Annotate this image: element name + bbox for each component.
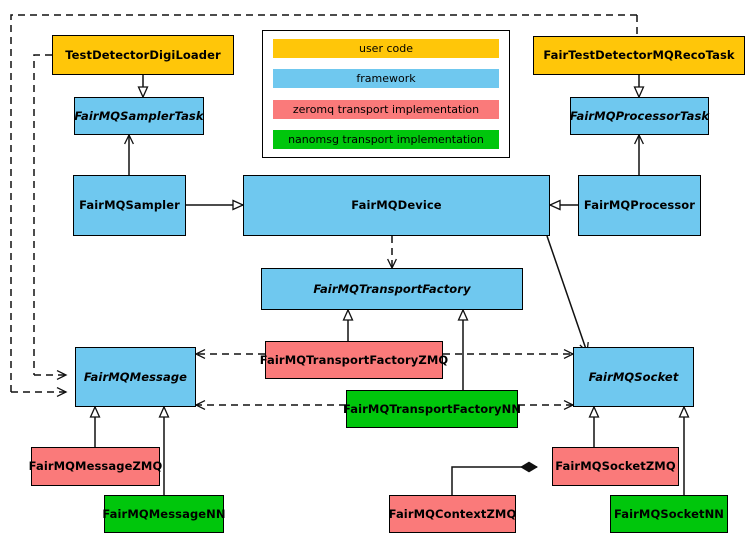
node-fairmq-device[interactable]: FairMQDevice — [243, 175, 550, 236]
node-fairmq-processor[interactable]: FairMQProcessor — [578, 175, 701, 236]
node-test-detector-digi-loader[interactable]: TestDetectorDigiLoader — [52, 35, 234, 75]
comp-contextzmq-socketzmq — [451, 461, 538, 495]
node-fairmq-socket-nn[interactable]: FairMQSocketNN — [610, 495, 728, 533]
node-fairmq-context-zmq[interactable]: FairMQContextZMQ — [389, 495, 516, 533]
node-fairmq-sampler[interactable]: FairMQSampler — [73, 175, 186, 236]
node-fairmq-socket[interactable]: FairMQSocket — [573, 347, 694, 407]
node-fair-test-detector-mq-reco-task[interactable]: FairTestDetectorMQRecoTask — [533, 36, 745, 75]
legend-label-user-code: user code — [358, 42, 414, 55]
color-legend: user code framework zeromq transport imp… — [262, 30, 510, 158]
node-fairmq-transport-factory[interactable]: FairMQTransportFactory — [261, 268, 523, 310]
node-fairmq-transport-factory-nn[interactable]: FairMQTransportFactoryNN — [343, 390, 521, 428]
node-fairmq-processor-task[interactable]: FairMQProcessorTask — [570, 97, 709, 135]
legend-label-zeromq: zeromq transport implementation — [292, 102, 480, 116]
assoc-device-socket — [546, 235, 589, 354]
node-fairmq-sampler-task[interactable]: FairMQSamplerTask — [74, 97, 204, 135]
dep-digiloader-to-message — [33, 54, 52, 375]
legend-item-user-code: user code — [273, 39, 499, 58]
node-fairmq-message-nn[interactable]: FairMQMessageNN — [102, 495, 226, 533]
legend-item-zeromq: zeromq transport implementation — [273, 99, 499, 119]
legend-item-framework: framework — [273, 69, 499, 89]
legend-item-nanomsg: nanomsg transport implementation — [273, 129, 499, 149]
node-fairmq-message-zmq[interactable]: FairMQMessageZMQ — [29, 447, 162, 486]
node-fairmq-socket-zmq[interactable]: FairMQSocketZMQ — [552, 447, 679, 486]
legend-label-nanomsg: nanomsg transport implementation — [288, 132, 484, 146]
legend-label-framework: framework — [356, 72, 416, 86]
node-fairmq-transport-factory-zmq[interactable]: FairMQTransportFactoryZMQ — [260, 341, 448, 379]
node-fairmq-message[interactable]: FairMQMessage — [75, 347, 196, 407]
